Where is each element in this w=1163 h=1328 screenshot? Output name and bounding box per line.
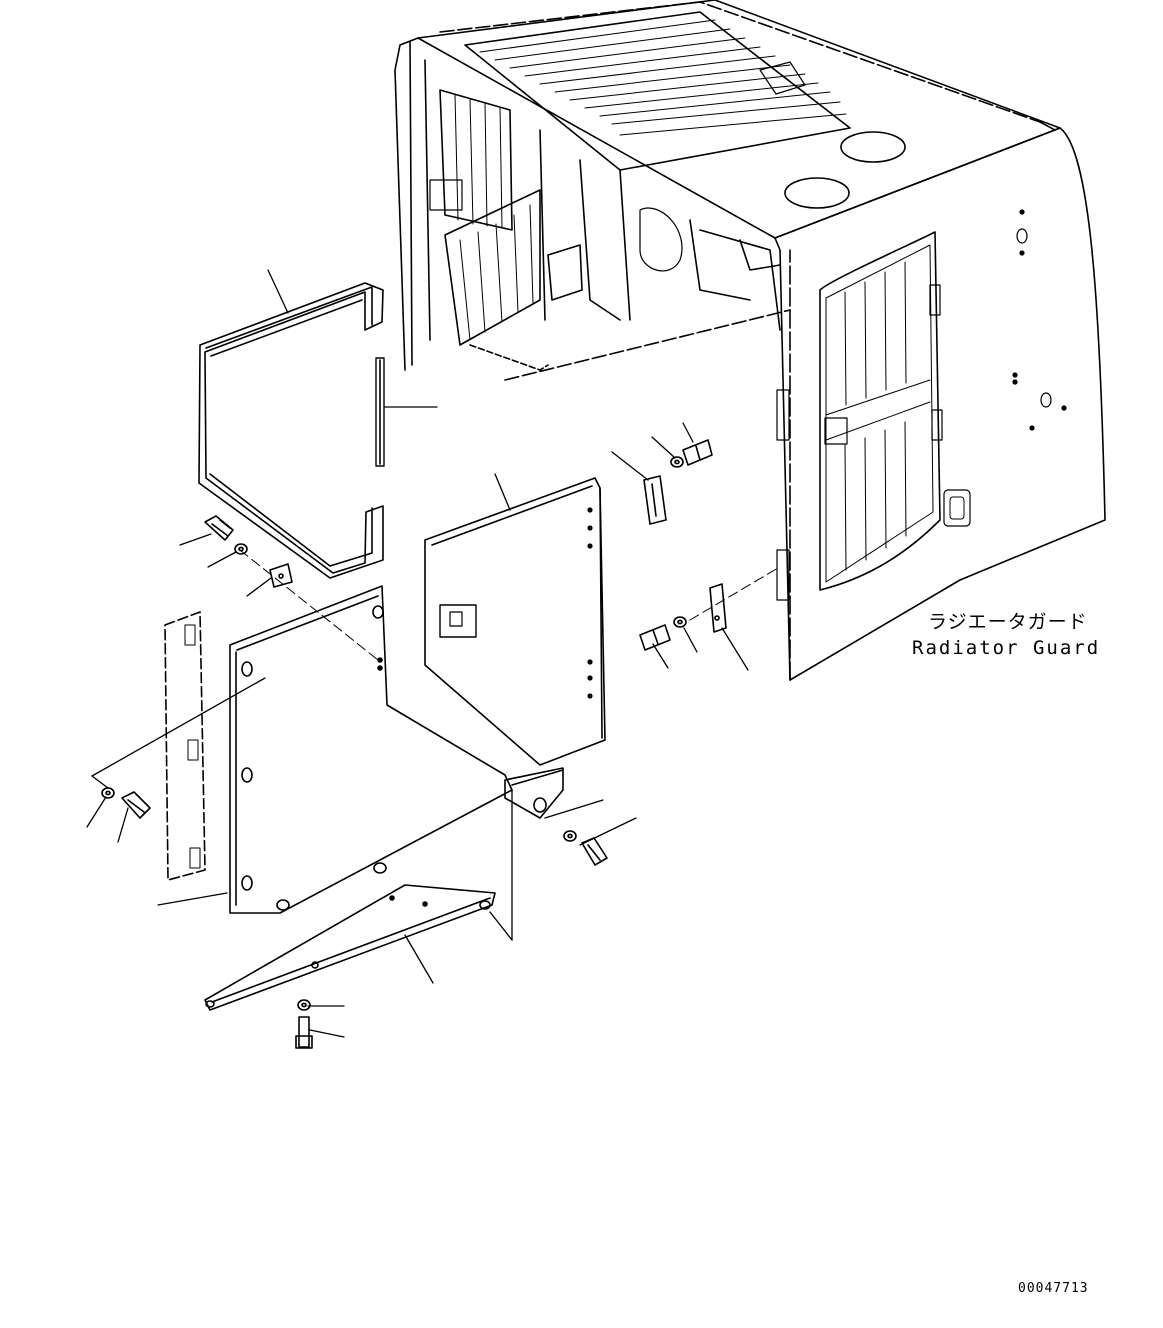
right-grille-slats [825,261,931,571]
lower-rail [504,767,564,819]
bolt-hinge-lower [639,624,671,651]
leader-lines [86,269,749,1038]
seal-gasket [198,282,385,579]
center-door-panel [424,477,606,766]
top-hole-left [784,177,850,209]
top-hole-right [840,131,906,163]
left-grille-slats [454,94,534,341]
drawing-reference-number: 00047713 [1018,1281,1089,1296]
bolt-hinge-upper [682,439,713,466]
bolt-lower-left [121,791,151,819]
left-guard-plate [229,585,513,914]
hinge-upper [643,475,667,525]
radiator-guard-housing [394,0,1106,681]
hinge-lower [709,583,727,633]
washer-upper-left [234,543,248,555]
title-english: Radiator Guard [912,637,1100,659]
washer-hinge-lower [673,616,687,628]
top-grille-slats [479,19,847,136]
clip-upper-left [269,563,293,588]
washer-hinge-upper [670,456,684,468]
bolt-brace [295,1016,313,1049]
bolt-upper-left [204,515,234,541]
washer-rail [563,830,577,842]
assembly-lines [239,549,779,661]
triangular-brace [204,884,496,1011]
washer-lower-left [101,787,115,799]
washer-brace [297,999,311,1011]
support-bracket [164,611,206,881]
title-japanese: ラジエータガード [928,611,1088,633]
